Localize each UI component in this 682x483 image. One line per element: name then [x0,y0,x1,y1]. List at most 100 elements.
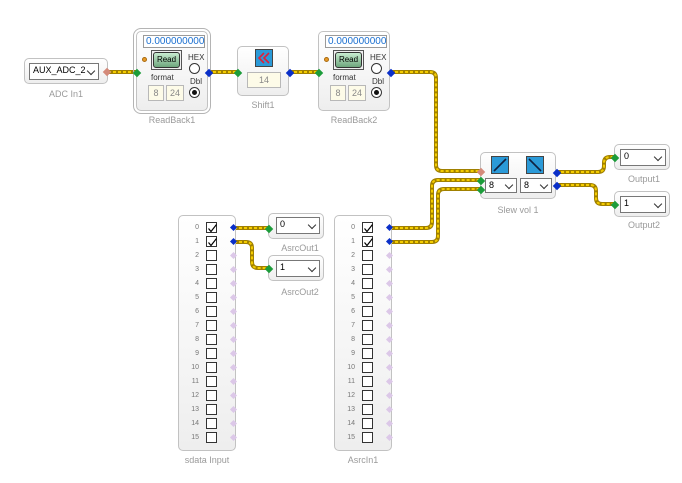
slew-vol1-select-b[interactable]: 8 [520,178,552,193]
asrc-in1-channel-output-pin[interactable] [385,321,394,330]
asrc-in1-channel-checkbox[interactable] [362,278,373,289]
sdata-input-channel-checkbox[interactable] [206,264,217,275]
asrc-in1-channel-checkbox[interactable] [362,376,373,387]
slew-vol1-input-pin-2[interactable] [476,176,486,186]
sdata-input-channel-checkbox[interactable] [206,292,217,303]
asrc-in1-channel-checkbox[interactable] [362,250,373,261]
asrc-out2-block[interactable]: 1 [264,255,324,281]
asrc-in1-channel-output-pin[interactable] [385,377,394,386]
asrc-in1-channel-output-pin[interactable] [385,363,394,372]
sdata-input-channel-checkbox[interactable] [206,306,217,317]
sdata-input-channel-output-pin[interactable] [229,265,238,274]
readback1-output-pin[interactable] [204,68,214,78]
slew-vol1-output-pin-1[interactable] [552,168,562,178]
asrc-in1-channel-checkbox[interactable] [362,390,373,401]
asrc-in1-channel-output-pin[interactable] [385,293,394,302]
sdata-input-channel-checkbox[interactable] [206,390,217,401]
shift1-value[interactable]: 14 [247,72,281,88]
asrc-in1-channel-checkbox[interactable] [362,348,373,359]
asrc-in1-channel-checkbox[interactable] [362,418,373,429]
sdata-input-channel-output-pin[interactable] [229,335,238,344]
readback2-hex-radio[interactable] [371,63,382,74]
readback2-field-b[interactable]: 24 [348,85,366,101]
sdata-input-channel-output-pin[interactable] [229,391,238,400]
sdata-input-channel-output-pin[interactable] [229,307,238,316]
sdata-input-channel-checkbox[interactable] [206,250,217,261]
adc-in1-select[interactable]: AUX_ADC_2 [29,63,99,80]
readback1-block[interactable]: 0.000000000 Read HEX format Dbl 8 24 [132,28,214,114]
output1-block[interactable]: 0 [610,144,670,170]
sdata-input-channel-output-pin[interactable] [229,363,238,372]
asrc-in1-channel-checkbox[interactable] [362,264,373,275]
adc-in1-block[interactable]: AUX_ADC_2 [24,58,112,84]
readback1-field-a[interactable]: 8 [148,85,164,101]
sdata-input-channel-checkbox[interactable] [206,278,217,289]
asrc-in1-channel-output-pin[interactable] [385,433,394,442]
output2-block[interactable]: 1 [610,191,670,217]
slew-vol1-select-a[interactable]: 8 [485,178,517,193]
sdata-input-channel-output-pin[interactable] [229,349,238,358]
asrc-in1-channel-output-pin[interactable] [385,405,394,414]
sdata-input-channel-checkbox[interactable] [206,334,217,345]
adc-in1-output-pin[interactable] [102,67,112,77]
double-chevron-left-icon[interactable] [255,49,273,67]
asrc-in1-channel-output-pin[interactable] [385,237,394,246]
output2-input-pin[interactable] [610,200,620,210]
sdata-input-channel-output-pin[interactable] [229,293,238,302]
readback2-read-button[interactable]: Read [335,52,362,68]
asrc-in1-channel-checkbox[interactable] [362,404,373,415]
sdata-input-channel-output-pin[interactable] [229,405,238,414]
readback2-output-pin[interactable] [386,68,396,78]
readback1-input-pin[interactable] [132,68,142,78]
readback1-dbl-radio[interactable] [189,87,200,98]
output1-input-pin[interactable] [610,153,620,163]
asrc-in1-channel-checkbox[interactable] [362,222,373,233]
sdata-input-channel-checkbox[interactable] [206,418,217,429]
readback2-block[interactable]: 0.000000000 Read HEX format Dbl 8 24 [314,31,396,111]
readback2-input-pin[interactable] [314,68,324,78]
asrc-out1-block[interactable]: 0 [264,213,324,239]
asrc-in1-channel-output-pin[interactable] [385,265,394,274]
output1-select[interactable]: 0 [620,149,666,166]
sdata-input-channel-output-pin[interactable] [229,377,238,386]
asrc-in1-channel-checkbox[interactable] [362,432,373,443]
asrc-out2-select[interactable]: 1 [276,260,320,277]
slew-vol1-input-pin-3[interactable] [476,185,486,195]
sdata-input-channel-checkbox[interactable] [206,236,217,247]
asrc-in1-channel-output-pin[interactable] [385,279,394,288]
shift1-input-pin[interactable] [233,68,243,78]
asrc-in1-channel-checkbox[interactable] [362,236,373,247]
asrc-in1-channel-output-pin[interactable] [385,223,394,232]
asrc-out1-select[interactable]: 0 [276,217,320,234]
sdata-input-channel-output-pin[interactable] [229,279,238,288]
asrc-in1-channel-output-pin[interactable] [385,419,394,428]
slew-vol1-output-pin-2[interactable] [552,181,562,191]
sdata-input-channel-output-pin[interactable] [229,251,238,260]
asrc-in1-channel-checkbox[interactable] [362,362,373,373]
asrc-in1-channel-output-pin[interactable] [385,391,394,400]
slew-vol1-block[interactable]: 8 8 [476,152,562,199]
readback1-read-button[interactable]: Read [153,52,180,68]
sdata-input-channel-checkbox[interactable] [206,404,217,415]
asrc-in1-channel-checkbox[interactable] [362,292,373,303]
asrc-in1-channel-checkbox[interactable] [362,306,373,317]
sdata-input-channel-checkbox[interactable] [206,320,217,331]
sdata-input-channel-output-pin[interactable] [229,321,238,330]
asrc-out2-input-pin[interactable] [264,264,274,274]
readback1-field-b[interactable]: 24 [166,85,184,101]
asrc-out1-input-pin[interactable] [264,224,274,234]
readback2-dbl-radio[interactable] [371,87,382,98]
sdata-input-channel-output-pin[interactable] [229,237,238,246]
sdata-input-channel-checkbox[interactable] [206,362,217,373]
asrc-in1-channel-output-pin[interactable] [385,251,394,260]
slew-down-icon[interactable] [526,156,544,174]
readback2-field-a[interactable]: 8 [330,85,346,101]
sdata-input-channel-checkbox[interactable] [206,222,217,233]
output2-select[interactable]: 1 [620,196,666,213]
shift1-output-pin[interactable] [285,68,295,78]
sdata-input-channel-output-pin[interactable] [229,223,238,232]
slew-up-icon[interactable] [491,156,509,174]
asrc-in1-channel-output-pin[interactable] [385,307,394,316]
